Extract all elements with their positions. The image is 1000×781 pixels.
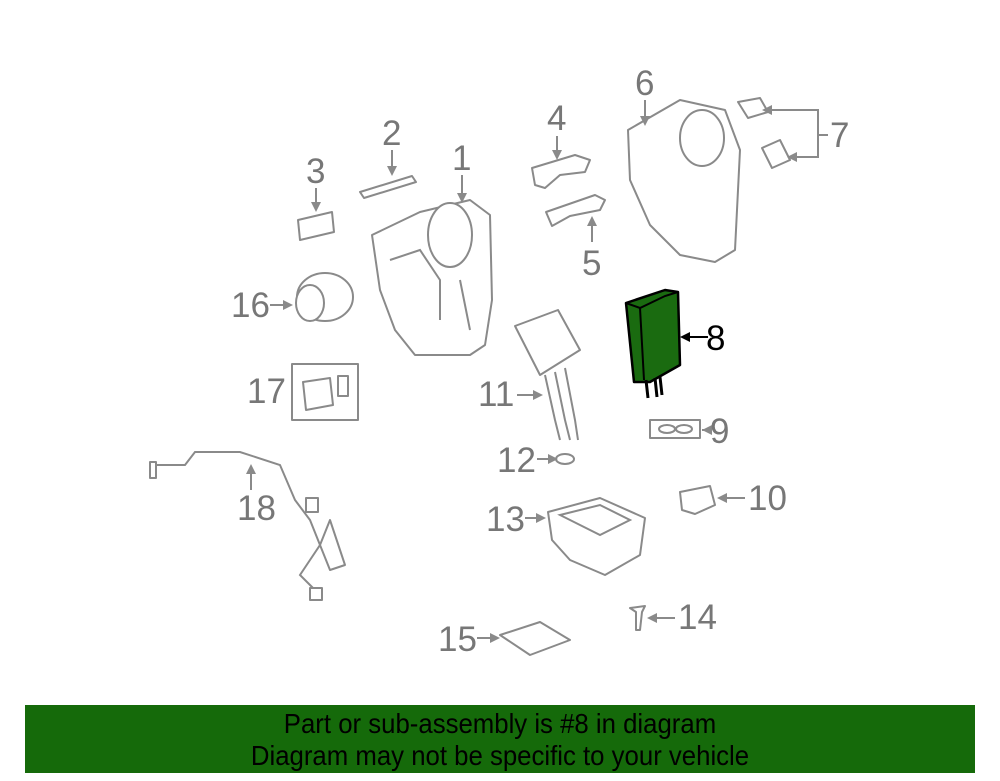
callout-7[interactable]: 7 — [830, 116, 849, 155]
callout-4[interactable]: 4 — [547, 99, 566, 138]
part-13-tray[interactable] — [547, 497, 646, 576]
banner-line-1: Part or sub-assembly is #8 in diagram — [283, 708, 717, 739]
callout-11[interactable]: 11 — [478, 375, 514, 414]
part-6-blower-case[interactable] — [627, 99, 741, 263]
info-banner: Part or sub-assembly is #8 in diagram Di… — [25, 705, 975, 773]
part-12-seal[interactable] — [555, 453, 575, 465]
part-3-filter[interactable] — [297, 211, 335, 241]
callout-16[interactable]: 16 — [231, 286, 270, 325]
part-7-actuator-a[interactable] — [737, 97, 769, 119]
callout-6[interactable]: 6 — [635, 64, 654, 103]
callout-5[interactable]: 5 — [582, 244, 601, 283]
callout-1[interactable]: 1 — [452, 139, 471, 178]
callout-3[interactable]: 3 — [306, 152, 325, 191]
callout-9[interactable]: 9 — [710, 412, 729, 451]
callout-15[interactable]: 15 — [438, 620, 477, 659]
callout-10[interactable]: 10 — [748, 479, 787, 518]
callout-2[interactable]: 2 — [382, 114, 401, 153]
callout-14[interactable]: 14 — [678, 598, 717, 637]
part-14-bolt[interactable] — [629, 605, 646, 631]
callout-12[interactable]: 12 — [497, 441, 536, 480]
callout-18[interactable]: 18 — [237, 489, 276, 528]
part-2-seal[interactable] — [359, 175, 417, 199]
callout-8[interactable]: 8 — [706, 319, 725, 358]
part-9-gasket[interactable] — [649, 419, 701, 439]
part-16-blower-motor[interactable] — [295, 272, 354, 322]
part-8-heater-core[interactable] — [624, 288, 682, 399]
part-11-core[interactable] — [514, 309, 581, 441]
part-15-plate[interactable] — [499, 621, 571, 656]
part-18-harness[interactable] — [149, 451, 346, 601]
callout-17[interactable]: 17 — [247, 372, 286, 411]
part-5-bracket[interactable] — [545, 194, 606, 227]
part-17-resistor[interactable] — [291, 363, 359, 421]
part-10-sensor[interactable] — [679, 485, 716, 515]
part-4-bracket[interactable] — [531, 154, 591, 189]
banner-line-2: Diagram may not be specific to your vehi… — [250, 740, 750, 771]
callout-13[interactable]: 13 — [486, 500, 525, 539]
callout-labels: 1 2 3 4 5 6 7 8 9 10 11 12 13 14 15 16 1… — [231, 64, 849, 659]
leader-lines — [246, 100, 828, 643]
part-1-hvac-case[interactable] — [371, 199, 493, 356]
part-7-actuator-b[interactable] — [761, 139, 791, 169]
